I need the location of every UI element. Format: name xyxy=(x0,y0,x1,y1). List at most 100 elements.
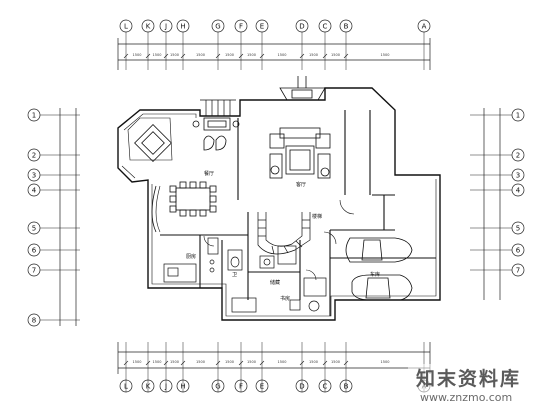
dining-table xyxy=(169,181,217,217)
room-label-living: 客厅 xyxy=(296,181,306,188)
room-label-kitchen: 厨房 xyxy=(186,253,196,260)
building-outline xyxy=(117,87,441,321)
right-grid-4: 4 xyxy=(511,183,525,197)
watermark-url: www.znzmo.com xyxy=(420,391,513,404)
bottom-grid-dim-3: 1500 xyxy=(196,360,205,364)
right-grid-2-label: 2 xyxy=(516,151,520,159)
room-label-study: 书房 xyxy=(280,295,290,302)
left-grid-3-label: 3 xyxy=(32,171,36,179)
left-grid-1-label: 1 xyxy=(32,111,36,119)
sofa-set xyxy=(269,127,331,179)
right-grid-2: 2 xyxy=(511,148,525,162)
left-grid-5: 5 xyxy=(27,221,41,235)
top-grid-d: D xyxy=(295,19,309,33)
top-grid-dim-1: 1500 xyxy=(153,53,162,57)
right-grid-6-label: 6 xyxy=(516,246,521,254)
bottom-grid-dim-9: 1500 xyxy=(381,360,390,364)
bottom-grid-j-label: J xyxy=(164,382,167,390)
left-dimension-strip xyxy=(59,108,77,326)
top-grid-e: E xyxy=(255,19,269,33)
top-grid-f-label: F xyxy=(239,22,243,30)
top-grid-j-label: J xyxy=(164,22,167,30)
top-grid-l-label: L xyxy=(124,22,128,30)
tea-table xyxy=(127,117,173,162)
top-grid-e-label: E xyxy=(260,22,264,30)
left-grid-7: 7 xyxy=(27,263,41,277)
right-dimension-strip xyxy=(483,108,501,300)
bottom-grid-dim-8: 1500 xyxy=(331,360,340,364)
top-grid-dim-7: 1500 xyxy=(309,53,318,57)
door-swings xyxy=(203,199,355,281)
right-grid-7: 7 xyxy=(511,263,525,277)
right-grid-bubbles: 1 2 3 4 5 6 7 xyxy=(470,108,525,277)
watermark: 知末资料库 www.znzmo.com xyxy=(408,364,548,410)
top-grid-k-label: K xyxy=(146,22,151,30)
right-grid-4-label: 4 xyxy=(516,186,521,194)
bottom-grid-dim-4: 1500 xyxy=(225,360,234,364)
left-grid-4: 4 xyxy=(27,183,41,197)
room-label-garage: 车库 xyxy=(370,271,380,278)
left-grid-7-label: 7 xyxy=(32,266,36,274)
left-grid-1: 1 xyxy=(27,108,41,122)
top-grid-c-label: C xyxy=(323,22,328,30)
top-grid-a-label: A xyxy=(422,22,427,30)
top-grid-dim-5: 1500 xyxy=(247,53,256,57)
bottom-grid-dim-0: 1500 xyxy=(133,360,142,364)
right-grid-3: 3 xyxy=(511,168,525,182)
top-grid-g: G xyxy=(211,19,225,33)
right-grid-1: 1 xyxy=(511,108,525,122)
top-grid-d-label: D xyxy=(299,22,304,30)
top-grid-h-label: H xyxy=(180,22,185,30)
room-label-bath: 卫 xyxy=(232,272,237,278)
top-grid-h: H xyxy=(176,19,190,33)
top-grid-dim-3: 1500 xyxy=(196,53,205,57)
bottom-grid-dim-7: 1500 xyxy=(309,360,318,364)
top-grid-l: L xyxy=(119,19,133,33)
garage-car-upper xyxy=(345,237,413,263)
left-grid-5-label: 5 xyxy=(32,224,36,232)
room-label-dining: 餐厅 xyxy=(204,170,214,177)
left-grid-4-label: 4 xyxy=(32,186,37,194)
bottom-grid-dim-6: 1500 xyxy=(278,360,287,364)
top-grid-c: C xyxy=(318,19,332,33)
entry-porch xyxy=(279,76,326,101)
top-grid-dim-4: 1500 xyxy=(225,53,234,57)
bottom-dimension-strip xyxy=(117,342,431,374)
top-grid-dim-6: 1500 xyxy=(278,53,287,57)
top-grid-b: B xyxy=(339,19,353,33)
right-grid-5: 5 xyxy=(511,221,525,235)
left-grid-8-label: 8 xyxy=(32,316,36,324)
top-grid-b-label: B xyxy=(344,22,349,30)
bottom-grid-dim-5: 1500 xyxy=(247,360,256,364)
top-grid-ticks: 1500 1500 1500 1500 1500 1500 1500 1500 1500 1500 xyxy=(123,53,390,59)
top-grid-dim-0: 1500 xyxy=(133,53,142,57)
stair xyxy=(200,99,311,255)
top-dimension-strip xyxy=(117,38,431,70)
right-grid-5-label: 5 xyxy=(516,224,520,232)
top-grid-j: J xyxy=(159,19,173,33)
right-grid-6: 6 xyxy=(511,243,525,257)
right-grid-3-label: 3 xyxy=(516,171,520,179)
interior-walls xyxy=(160,110,436,316)
top-grid-a: A xyxy=(417,19,431,33)
top-grid-dim-8: 1500 xyxy=(331,53,340,57)
left-grid-3: 3 xyxy=(27,168,41,182)
watermark-title: 知末资料库 xyxy=(416,368,522,390)
room-label-storage: 储藏 xyxy=(270,279,280,286)
left-grid-6-label: 6 xyxy=(32,246,37,254)
entry-furniture xyxy=(192,117,240,151)
right-grid-7-label: 7 xyxy=(516,266,520,274)
garage-car-lower xyxy=(351,274,413,301)
bottom-grid-dim-1: 1500 xyxy=(153,360,162,364)
room-label-stair: 楼梯 xyxy=(312,213,322,220)
top-grid-k: K xyxy=(141,19,155,33)
top-grid-dim-9: 1500 xyxy=(381,53,390,57)
left-grid-8: 8 xyxy=(27,313,41,327)
right-grid-1-label: 1 xyxy=(516,111,520,119)
top-grid-g-label: G xyxy=(215,22,220,30)
top-grid-dim-2: 1500 xyxy=(170,53,179,57)
